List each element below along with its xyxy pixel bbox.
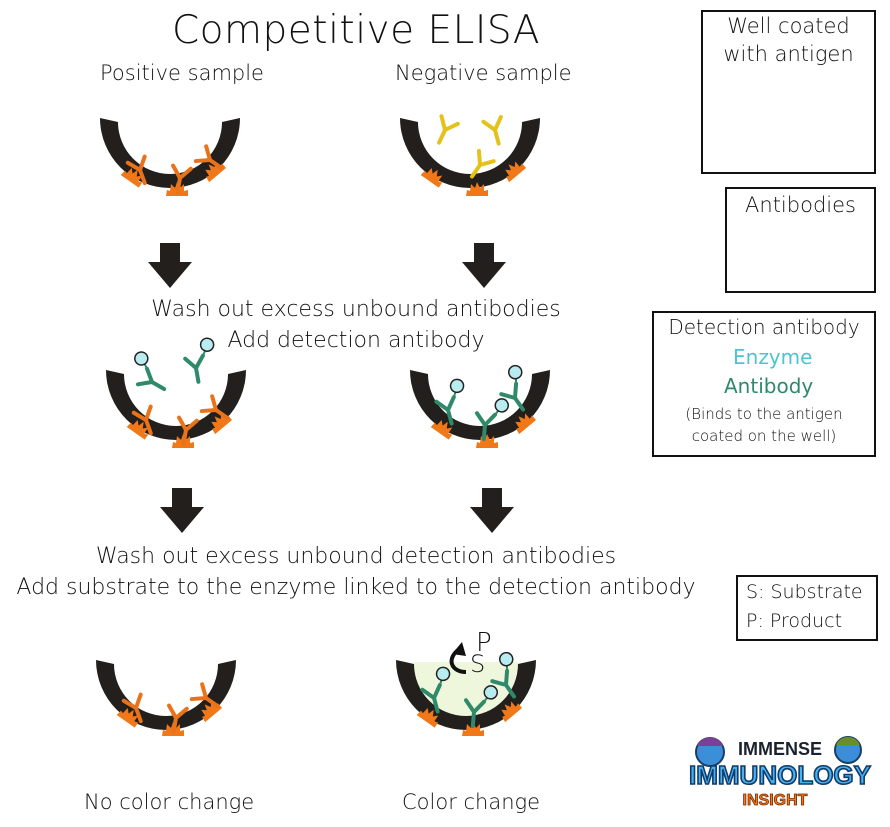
step-2-text: Wash out excess unbound detection antibo… — [0, 541, 712, 603]
step-2-line1: Wash out excess unbound detection antibo… — [95, 544, 617, 569]
legend-well-line2: with antigen — [723, 42, 854, 66]
legend-detection-box: Detection antibody Enzyme Antibody (Bind… — [652, 311, 876, 457]
legend-detection-note1: (Binds to the antigen — [685, 405, 843, 423]
legend-substrate: S: Substrate — [746, 581, 863, 603]
well-negative-1 — [400, 114, 540, 196]
well-negative-2 — [410, 361, 550, 448]
well-positive-3 — [96, 660, 236, 736]
legend-enzyme-label: Enzyme — [733, 345, 813, 369]
color-change-label: Color change — [402, 790, 541, 814]
well-positive-2 — [106, 335, 246, 448]
page-title: Competitive ELISA — [171, 8, 541, 53]
well-positive-1 — [100, 118, 240, 196]
step-1-text: Wash out excess unbound antibodies Add d… — [0, 294, 712, 356]
legend-detection-title: Detection antibody — [668, 315, 860, 339]
substrate-label: S — [470, 650, 486, 678]
legend-antibodies-box: Antibodies — [725, 187, 876, 293]
logo-line3: INSIGHT — [743, 792, 808, 809]
legend-product: P: Product — [746, 610, 843, 632]
arrow-down — [160, 488, 204, 533]
logo-line2: IMMUNOLOGY — [689, 760, 871, 790]
step-1-line1: Wash out excess unbound antibodies — [151, 297, 561, 322]
legend-antibody-label: Antibody — [724, 374, 814, 398]
positive-sample-label: Positive sample — [100, 61, 264, 85]
negative-sample-label: Negative sample — [395, 61, 572, 85]
step-1-line2: Add detection antibody — [227, 328, 485, 353]
step-2-line2: Add substrate to the enzyme linked to th… — [16, 575, 696, 600]
logo: IMMENSE IMMUNOLOGY INSIGHT — [688, 736, 872, 809]
legend-well-line1: Well coated — [727, 14, 850, 38]
legend-detection-note2: coated on the well) — [691, 427, 837, 445]
detection-antibody — [121, 347, 177, 399]
antibody — [481, 115, 510, 148]
logo-line1: IMMENSE — [738, 739, 822, 759]
legend-sp-box: S: Substrate P: Product — [736, 575, 878, 641]
well-negative-3 — [396, 642, 536, 736]
antibody — [428, 114, 460, 149]
legend-antibodies-title: Antibodies — [745, 193, 856, 217]
arrow-down — [148, 243, 192, 288]
legend-well-box: Well coated with antigen — [701, 10, 876, 174]
arrow-down — [470, 488, 514, 533]
no-color-change-label: No color change — [84, 790, 255, 814]
arrow-down — [462, 243, 506, 288]
product-label: P — [476, 628, 492, 658]
